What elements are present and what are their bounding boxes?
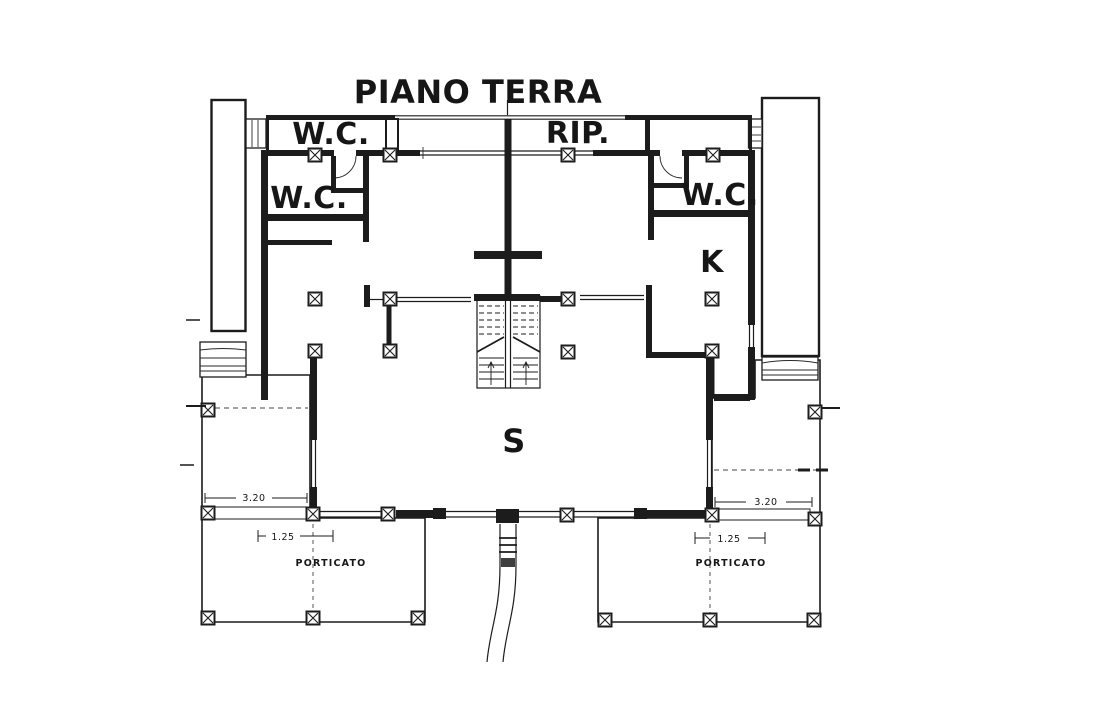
room-label-band-wc: W.C.	[292, 117, 369, 152]
door-swing-right-wc	[659, 155, 683, 179]
entrance-threshold	[496, 509, 519, 523]
dim-left-width: 1.25	[271, 532, 294, 543]
front-wall	[318, 508, 706, 523]
main-walls	[261, 119, 756, 516]
dimension-marks	[180, 319, 840, 544]
side-wing-left	[199, 98, 267, 378]
dim-right-depth: 3.20	[754, 497, 777, 508]
dim-left-depth: 3.20	[242, 493, 265, 504]
room-label-living: S	[502, 422, 526, 460]
beam-left	[212, 506, 309, 520]
stairs-direction-arrows	[487, 360, 530, 385]
dim-right-width: 1.25	[717, 534, 740, 545]
door-swing-left-wc	[333, 155, 357, 179]
portico-right-label: PORTICATO	[696, 558, 767, 569]
room-label-rip: RIP.	[546, 116, 610, 151]
beam-right	[716, 508, 811, 521]
top-band-walls	[266, 100, 752, 154]
room-label-left-wc: W.C.	[270, 181, 347, 216]
side-wing-right	[747, 96, 821, 381]
portico-left-label: PORTICATO	[296, 558, 367, 569]
plan-title: PIANO TERRA	[354, 73, 602, 111]
entrance-path	[486, 524, 517, 663]
room-label-right-wc: W.C.	[681, 178, 758, 213]
staircase	[474, 294, 541, 389]
room-label-kitchen: K	[700, 245, 725, 280]
